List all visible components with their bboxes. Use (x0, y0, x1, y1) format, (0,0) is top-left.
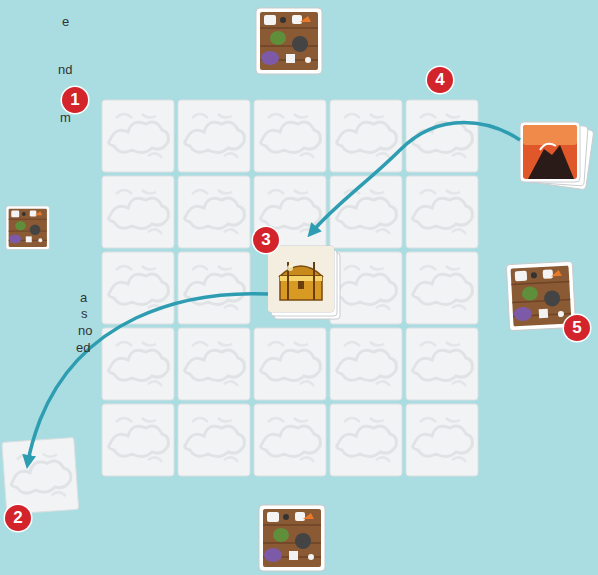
callout-number: 3 (253, 227, 279, 253)
text-fragment: no (78, 323, 92, 339)
text-fragment: m (60, 110, 71, 126)
text-fragment: a (80, 290, 87, 306)
text-fragment: s (81, 306, 88, 322)
callout-number: 2 (5, 505, 31, 531)
text-fragment: nd (58, 62, 72, 78)
callout-number: 5 (564, 315, 590, 341)
callout-number: 4 (427, 67, 453, 93)
text-fragment: e (62, 14, 69, 30)
text-fragment: ed (76, 340, 90, 356)
callout-number: 1 (62, 87, 88, 113)
